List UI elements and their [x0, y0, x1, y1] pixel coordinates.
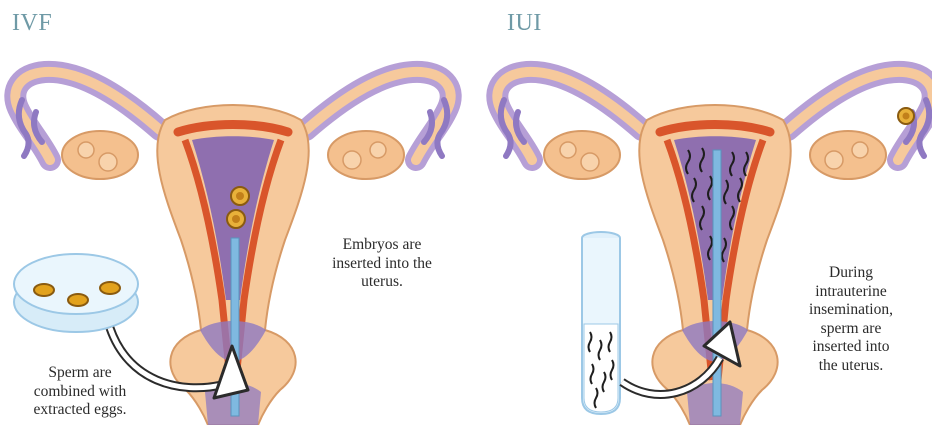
egg-icon — [898, 108, 914, 124]
caption-sperm-combined: Sperm are combined with extracted eggs. — [10, 364, 150, 420]
arrow-icon — [616, 310, 756, 410]
caption-embryos-inserted: Embryos are inserted into the uterus. — [312, 236, 452, 292]
caption-iui-insemination: During intrauterine insemination, sperm … — [776, 264, 926, 375]
ivf-panel: IVF Embryos are inserted into the uterus… — [0, 0, 466, 425]
iui-panel: IUI — [466, 0, 932, 425]
